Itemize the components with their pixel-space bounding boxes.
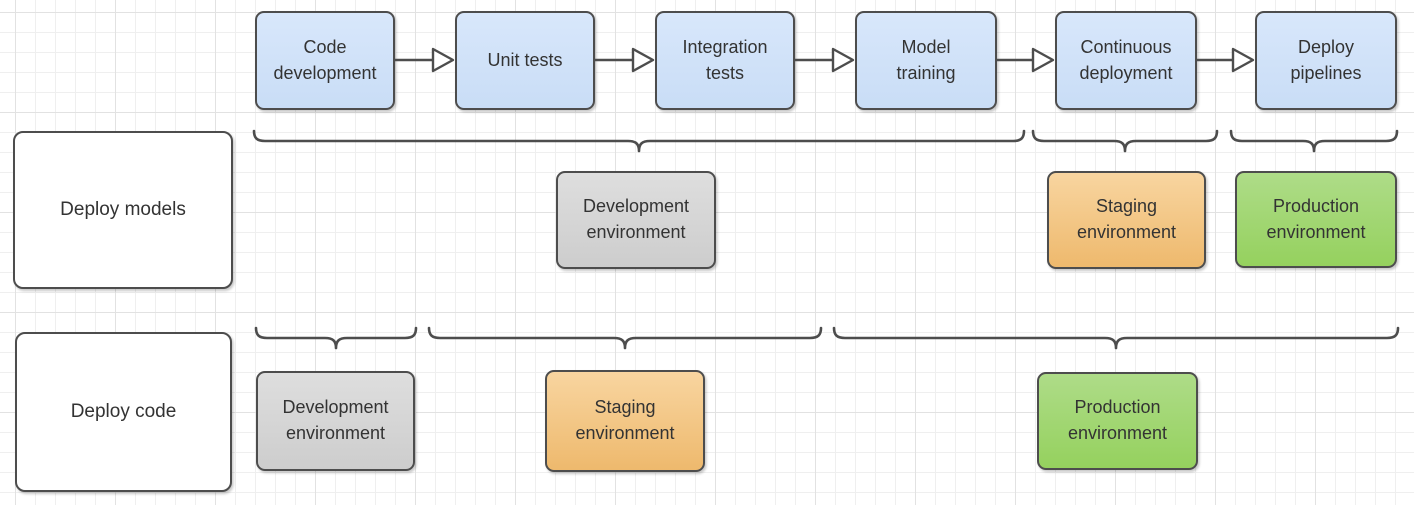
- flow-arrow-5: [1195, 47, 1255, 73]
- step-continuous-deployment: Continuous deployment: [1055, 11, 1197, 110]
- step-model-training-label: Model training: [896, 36, 956, 83]
- brace-deploy-models-development: [252, 129, 1026, 153]
- step-integration-tests: Integration tests: [655, 11, 795, 110]
- env-staging-models: Staging environment: [1047, 171, 1206, 269]
- step-unit-tests: Unit tests: [455, 11, 595, 110]
- row-deploy-models-label: Deploy models: [60, 199, 186, 220]
- flow-arrow-1: [395, 47, 455, 73]
- env-development-code: Development environment: [256, 371, 415, 471]
- flow-arrow-2: [595, 47, 655, 73]
- step-deploy-pipelines: Deploy pipelines: [1255, 11, 1397, 110]
- brace-deploy-code-development: [254, 326, 418, 350]
- env-development-models-label: Development environment: [582, 196, 690, 242]
- env-staging-code-label: Staging environment: [575, 397, 675, 443]
- env-production-code: Production environment: [1037, 372, 1198, 470]
- step-deploy-pipelines-label: Deploy pipelines: [1290, 36, 1362, 83]
- flow-arrow-3: [795, 47, 855, 73]
- row-deploy-models: Deploy models: [13, 131, 233, 289]
- env-production-models-label: Production environment: [1266, 195, 1366, 242]
- brace-deploy-code-staging: [427, 326, 823, 350]
- brace-deploy-models-production: [1229, 129, 1399, 153]
- env-production-code-label: Production environment: [1067, 397, 1168, 443]
- step-continuous-deployment-label: Continuous deployment: [1079, 36, 1173, 83]
- step-code-development: Code development: [255, 11, 395, 110]
- env-staging-models-label: Staging environment: [1076, 196, 1177, 242]
- env-staging-code: Staging environment: [545, 370, 705, 472]
- step-integration-tests-label: Integration tests: [682, 36, 768, 83]
- brace-deploy-code-production: [832, 326, 1400, 350]
- brace-deploy-models-staging: [1031, 129, 1219, 153]
- env-production-models: Production environment: [1235, 171, 1397, 268]
- step-code-development-label: Code development: [273, 36, 377, 83]
- row-deploy-code: Deploy code: [15, 332, 232, 492]
- row-deploy-code-label: Deploy code: [70, 401, 177, 422]
- flow-arrow-4: [995, 47, 1055, 73]
- step-model-training: Model training: [855, 11, 997, 110]
- env-development-models: Development environment: [556, 171, 716, 269]
- env-development-code-label: Development environment: [282, 397, 389, 443]
- step-unit-tests-label: Unit tests: [487, 49, 563, 70]
